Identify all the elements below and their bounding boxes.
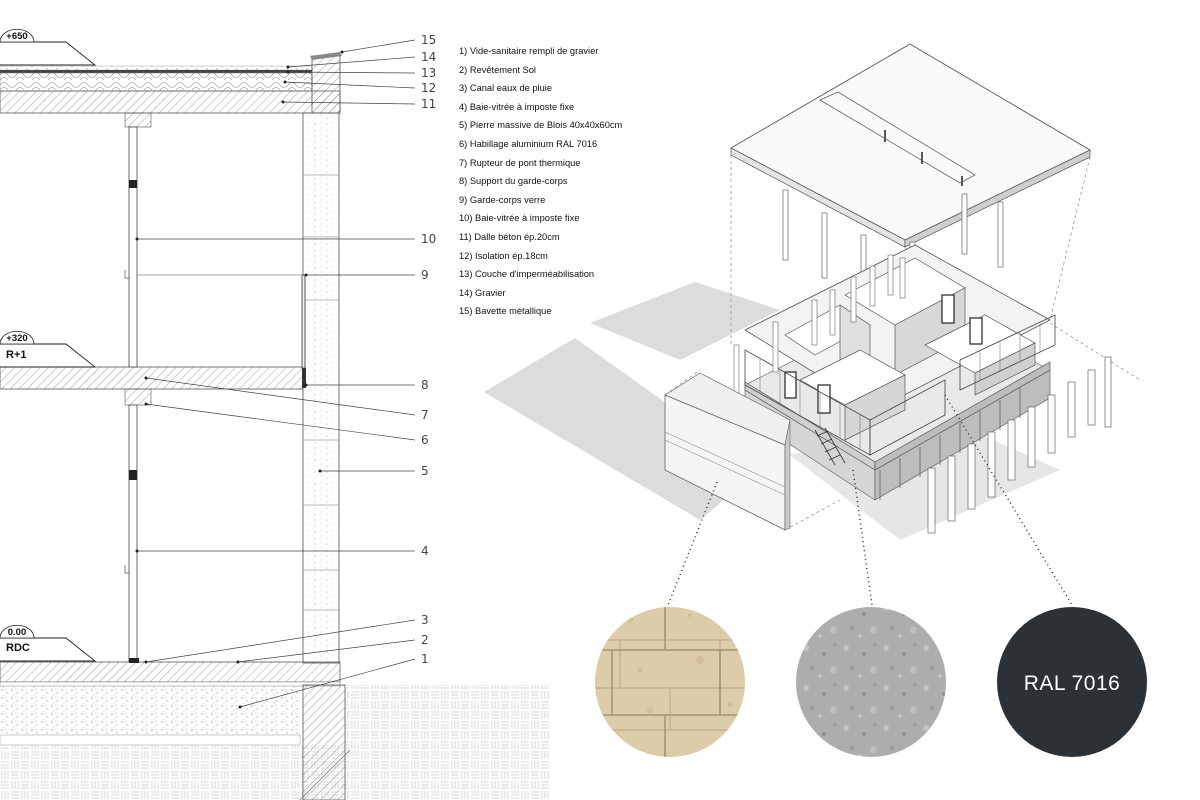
callout-15: 15	[421, 33, 436, 47]
callout-numbers: 15 14 13 12 11 10 9 8 7 6 5 4 3 2 1	[421, 33, 436, 666]
legend-item: 7) Rupteur de pont thermique	[459, 157, 581, 168]
level-marker-r1: +320 R+1	[0, 330, 97, 368]
callout-9: 9	[421, 268, 429, 282]
r1-slab	[0, 366, 304, 390]
legend-item: 3) Canal eaux de pluie	[459, 83, 553, 94]
window-lower	[128, 404, 138, 663]
callout-13: 13	[421, 66, 436, 80]
callout-7: 7	[421, 408, 429, 422]
callout-5: 5	[421, 464, 429, 478]
legend-item: 15) Bavette métallique	[459, 306, 552, 317]
foundation-wall	[302, 684, 346, 800]
callout-6: 6	[421, 433, 429, 447]
legend-list: 1) Vide-sanitaire rempli de gravier 2) R…	[459, 45, 622, 324]
material-swatch-ral: RAL 7016	[997, 607, 1147, 757]
callout-1: 1	[421, 652, 429, 666]
ground-soil-pattern	[345, 685, 550, 800]
material-swatch-concrete	[796, 607, 946, 757]
callout-leaders	[137, 39, 416, 708]
material-swatch-stone	[595, 607, 745, 757]
legend-item: 8) Support du garde-corps	[459, 176, 568, 187]
level-elevation-320: +320	[6, 333, 27, 344]
ral-label: RAL 7016	[1024, 672, 1121, 695]
legend-item: 14) Gravier	[459, 287, 506, 298]
legend-item: 5) Pierre massive de Blois 40x40x60cm	[459, 120, 623, 131]
window-upper	[128, 126, 138, 368]
callout-10: 10	[421, 232, 436, 246]
legend-item: 11) Dalle béton ép.20cm	[459, 231, 560, 242]
stone-wall	[302, 112, 340, 664]
level-elevation-000: 0.00	[8, 627, 27, 638]
callout-4: 4	[421, 544, 429, 558]
level-name-rdc: RDC	[6, 642, 30, 654]
legend-item: 9) Garde-corps verre	[459, 194, 546, 205]
legend-item: 2) Revêtement Sol	[459, 64, 536, 75]
gravel-crawlspace	[0, 685, 300, 735]
legend-item: 4) Baie-vitrée à imposte fixe	[459, 101, 575, 112]
glass-guardrail	[301, 274, 306, 369]
level-marker-650: +650	[0, 28, 97, 66]
level-name-r1: R+1	[6, 349, 27, 361]
exploded-axonometric	[484, 43, 1141, 540]
callout-2: 2	[421, 633, 429, 647]
wall-section-drawing: +650 +320 R+1 0.00 RDC	[0, 28, 550, 800]
rdc-slab	[0, 661, 341, 683]
callout-3: 3	[421, 613, 429, 627]
level-elevation-650: +650	[6, 31, 27, 42]
callout-12: 12	[421, 81, 436, 95]
legend-item: 13) Couche d'imperméabilisation	[459, 269, 595, 280]
callout-8: 8	[421, 378, 429, 392]
legend-item: 1) Vide-sanitaire rempli de gravier	[459, 46, 599, 56]
legend-item: 10) Baie-vitrée à imposte fixe	[459, 213, 580, 224]
level-marker-rdc: 0.00 RDC	[0, 624, 97, 662]
callout-11: 11	[421, 97, 436, 111]
roof-insulation	[0, 72, 313, 92]
legend-item: 12) Isolation ép.18cm	[459, 250, 548, 261]
callout-14: 14	[421, 50, 436, 64]
legend-item: 6) Habillage aluminium RAL 7016	[459, 138, 598, 149]
